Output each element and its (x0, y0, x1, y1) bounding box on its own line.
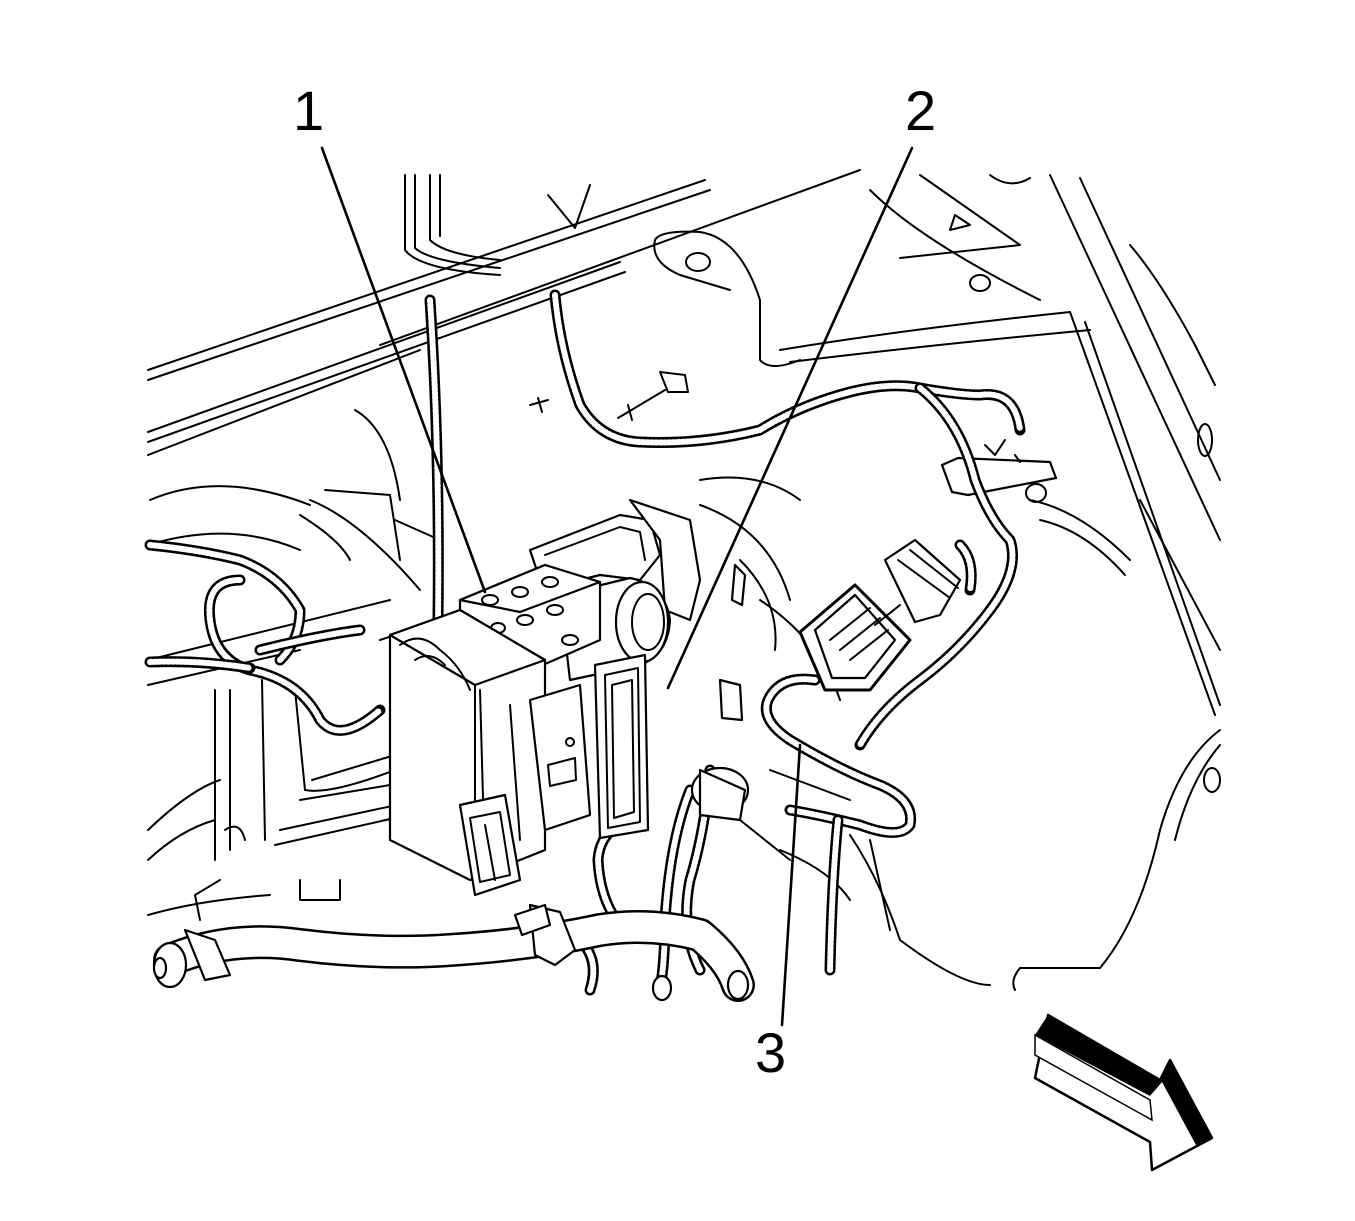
callout-leader-lines (320, 146, 914, 1027)
abs-modulator-assembly (388, 498, 750, 897)
brake-hose-assembly (152, 903, 755, 1002)
callout-1-leader (320, 146, 487, 594)
harness-connectors (798, 538, 962, 692)
callout-2-leader (666, 146, 914, 690)
callout-3-leader (780, 743, 802, 1027)
callout-label-2: 2 (905, 79, 936, 142)
callout-label-1: 1 (293, 79, 324, 142)
vehicle-body-structure (147, 169, 1221, 991)
front-direction-arrow-icon (1033, 1013, 1214, 1172)
callout-label-3: 3 (755, 1021, 786, 1084)
